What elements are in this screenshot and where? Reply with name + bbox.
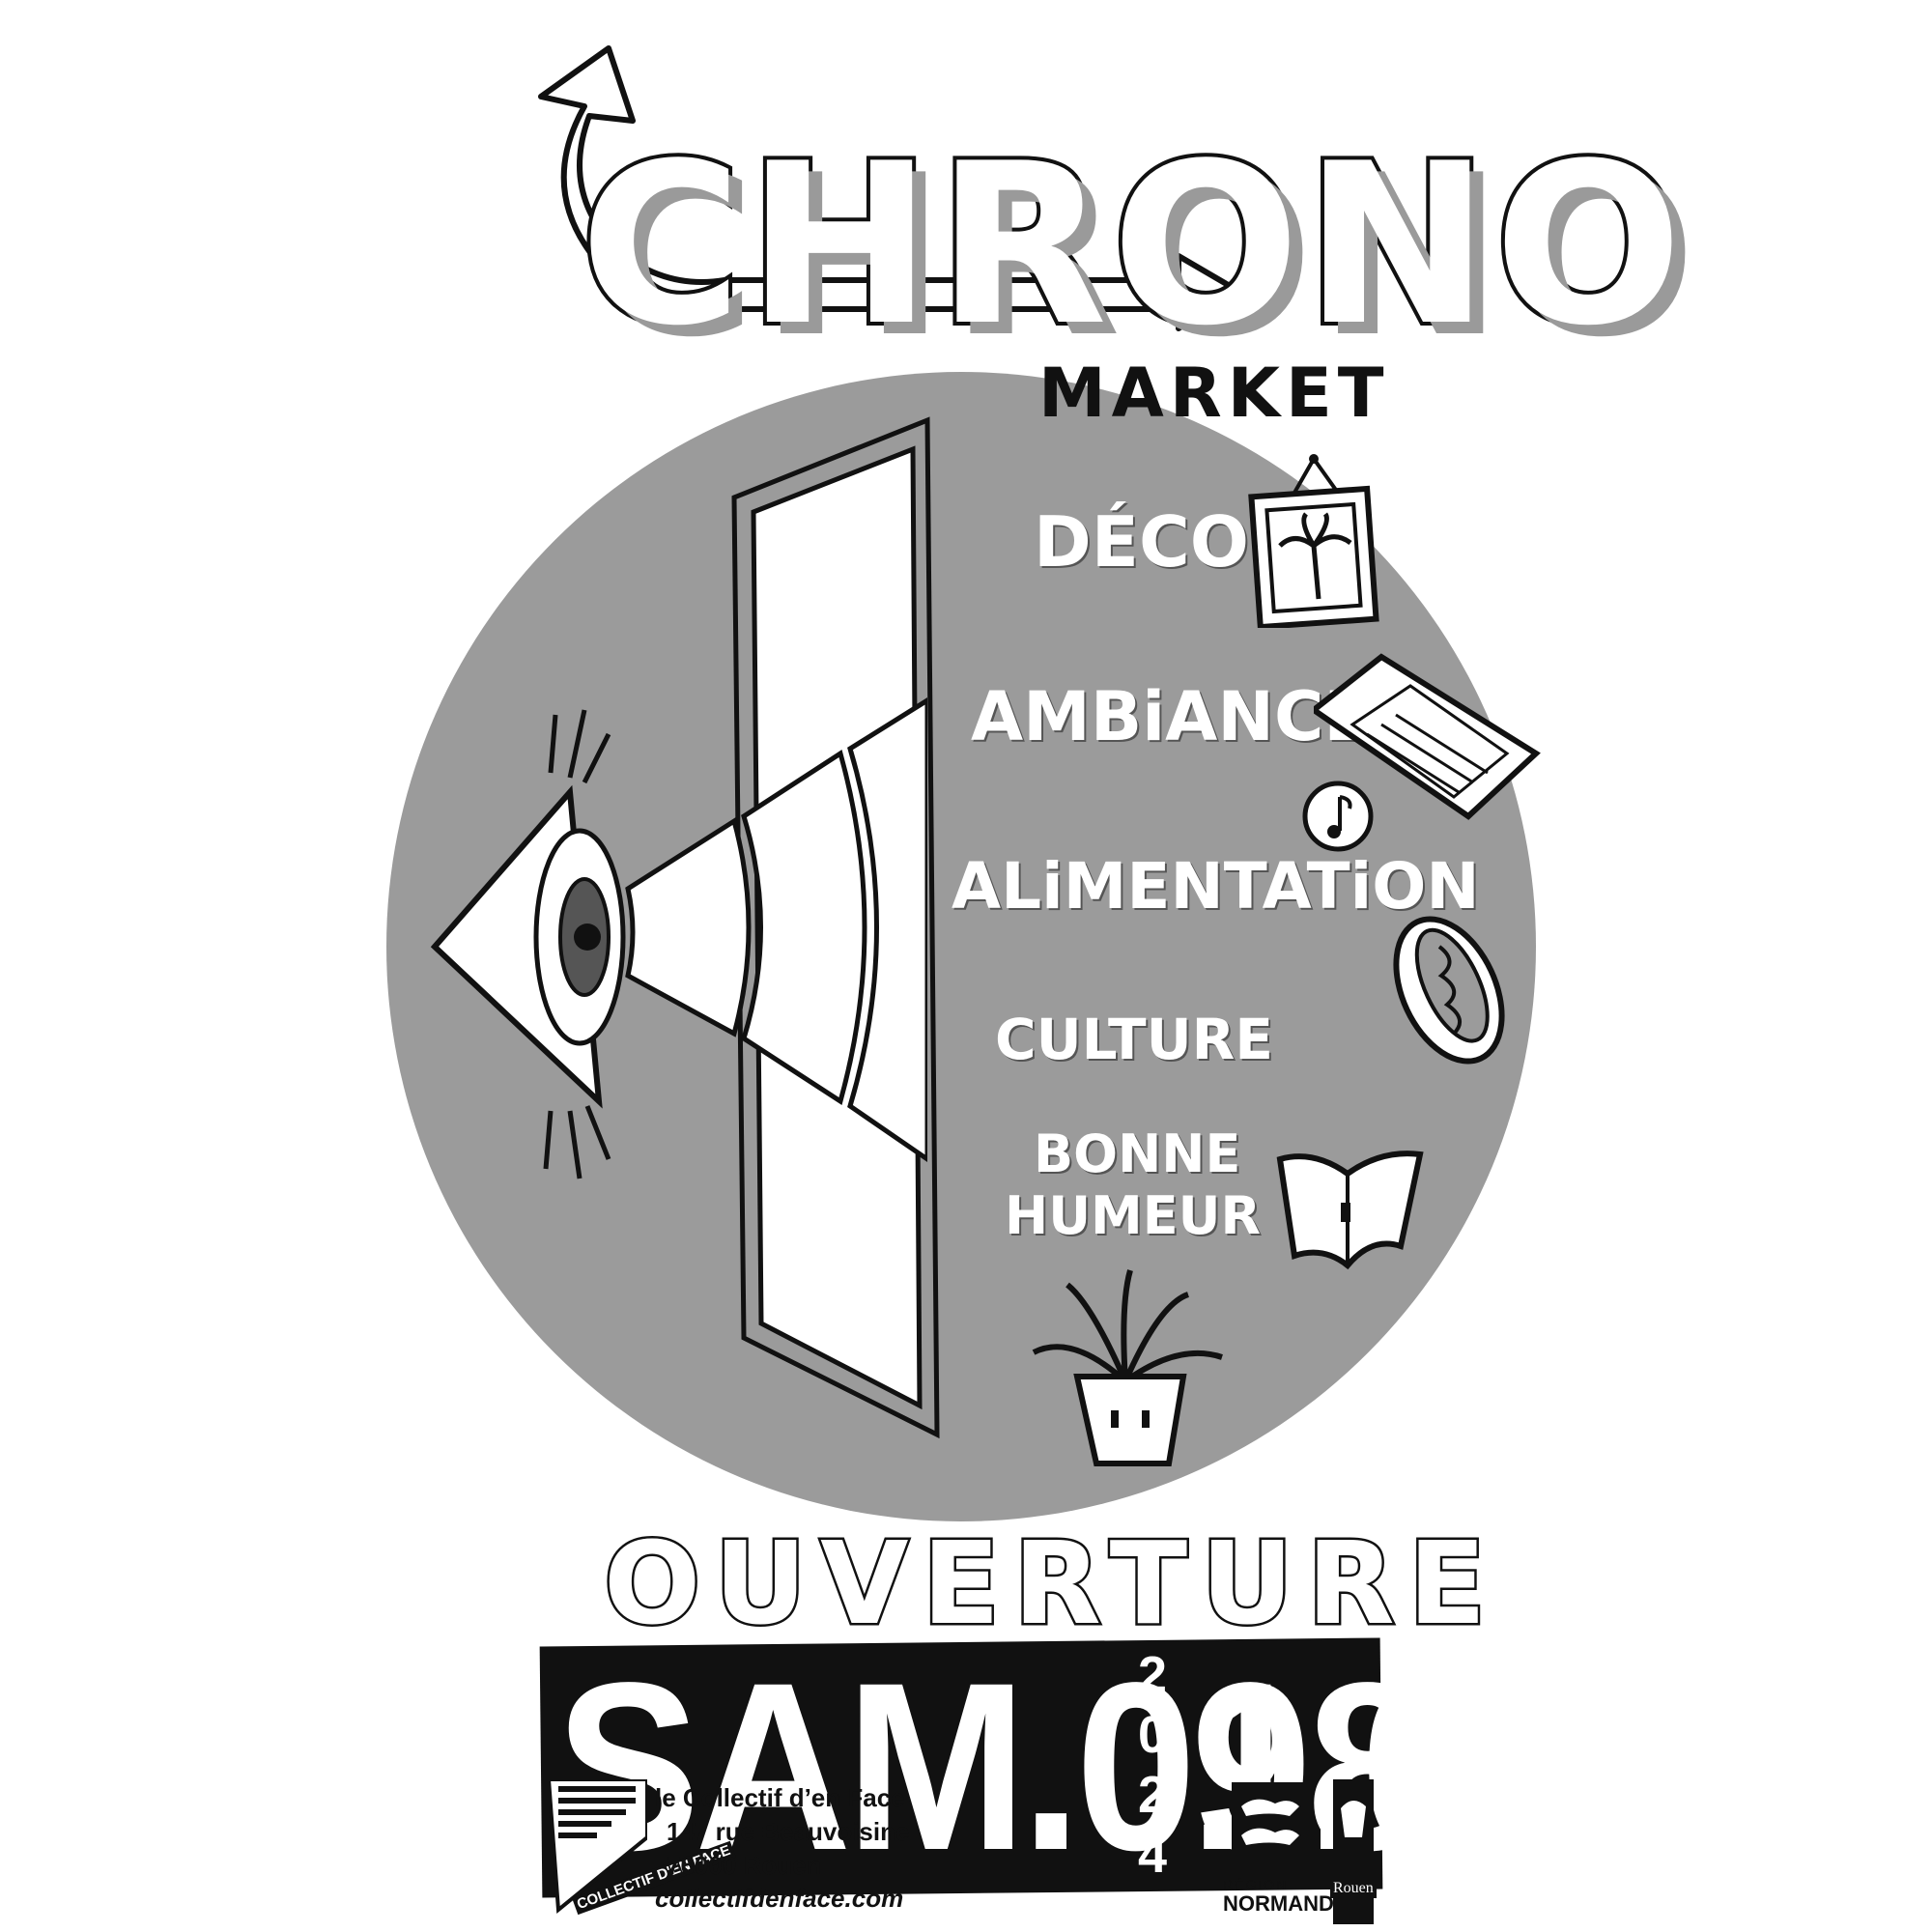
organizer-name: le Collectif d’en Face	[655, 1783, 905, 1812]
eye-icon	[430, 697, 927, 1179]
category-deco: DÉCO	[1034, 501, 1249, 582]
category-ambiance: AMBiANCE	[971, 677, 1371, 756]
year-digit: 2	[1137, 1646, 1168, 1704]
rouen-lamb-icon	[1333, 1779, 1374, 1924]
music-note-icon	[1302, 781, 1374, 852]
year-digit: 2	[1137, 1766, 1168, 1824]
organizer-website[interactable]: collectifdenface.com	[655, 1884, 904, 1913]
rouen-logo-text: Rouen	[1330, 1879, 1377, 1898]
category-humeur: HUMEUR	[1005, 1185, 1262, 1246]
title-arrow-icon	[538, 45, 1239, 331]
year-digit: 4	[1137, 1826, 1168, 1884]
category-alimentation: ALiMENTATiON	[952, 849, 1480, 923]
category-bonne: BONNE	[1034, 1123, 1241, 1184]
collectif-logo-icon	[549, 1779, 647, 1914]
event-year: 2 0 2 4	[1123, 1649, 1181, 1889]
book-icon	[1276, 1151, 1424, 1270]
organizer-city: 76000 Rouen	[667, 1851, 822, 1880]
plant-icon	[1032, 1269, 1223, 1466]
region-small-text: RÉGION	[1223, 1877, 1289, 1892]
keyboard-icon	[1314, 653, 1541, 820]
region-label: RÉGION NORMANDIE	[1223, 1878, 1354, 1915]
title-main: CHRONO	[576, 117, 1687, 375]
title-sub: MARKET	[1038, 354, 1390, 433]
opening-label: OUVERTURE	[601, 1517, 1500, 1650]
region-lions-icon	[1232, 1782, 1309, 1863]
year-digit: 0	[1137, 1706, 1168, 1764]
palm-frame-icon	[1248, 454, 1379, 628]
organizer-street: 147 rue Beauvoisine	[667, 1817, 910, 1846]
hotdog-icon	[1393, 916, 1505, 1065]
category-culture: CULTURE	[995, 1007, 1273, 1072]
region-big-text: NORMANDIE	[1223, 1891, 1354, 1916]
